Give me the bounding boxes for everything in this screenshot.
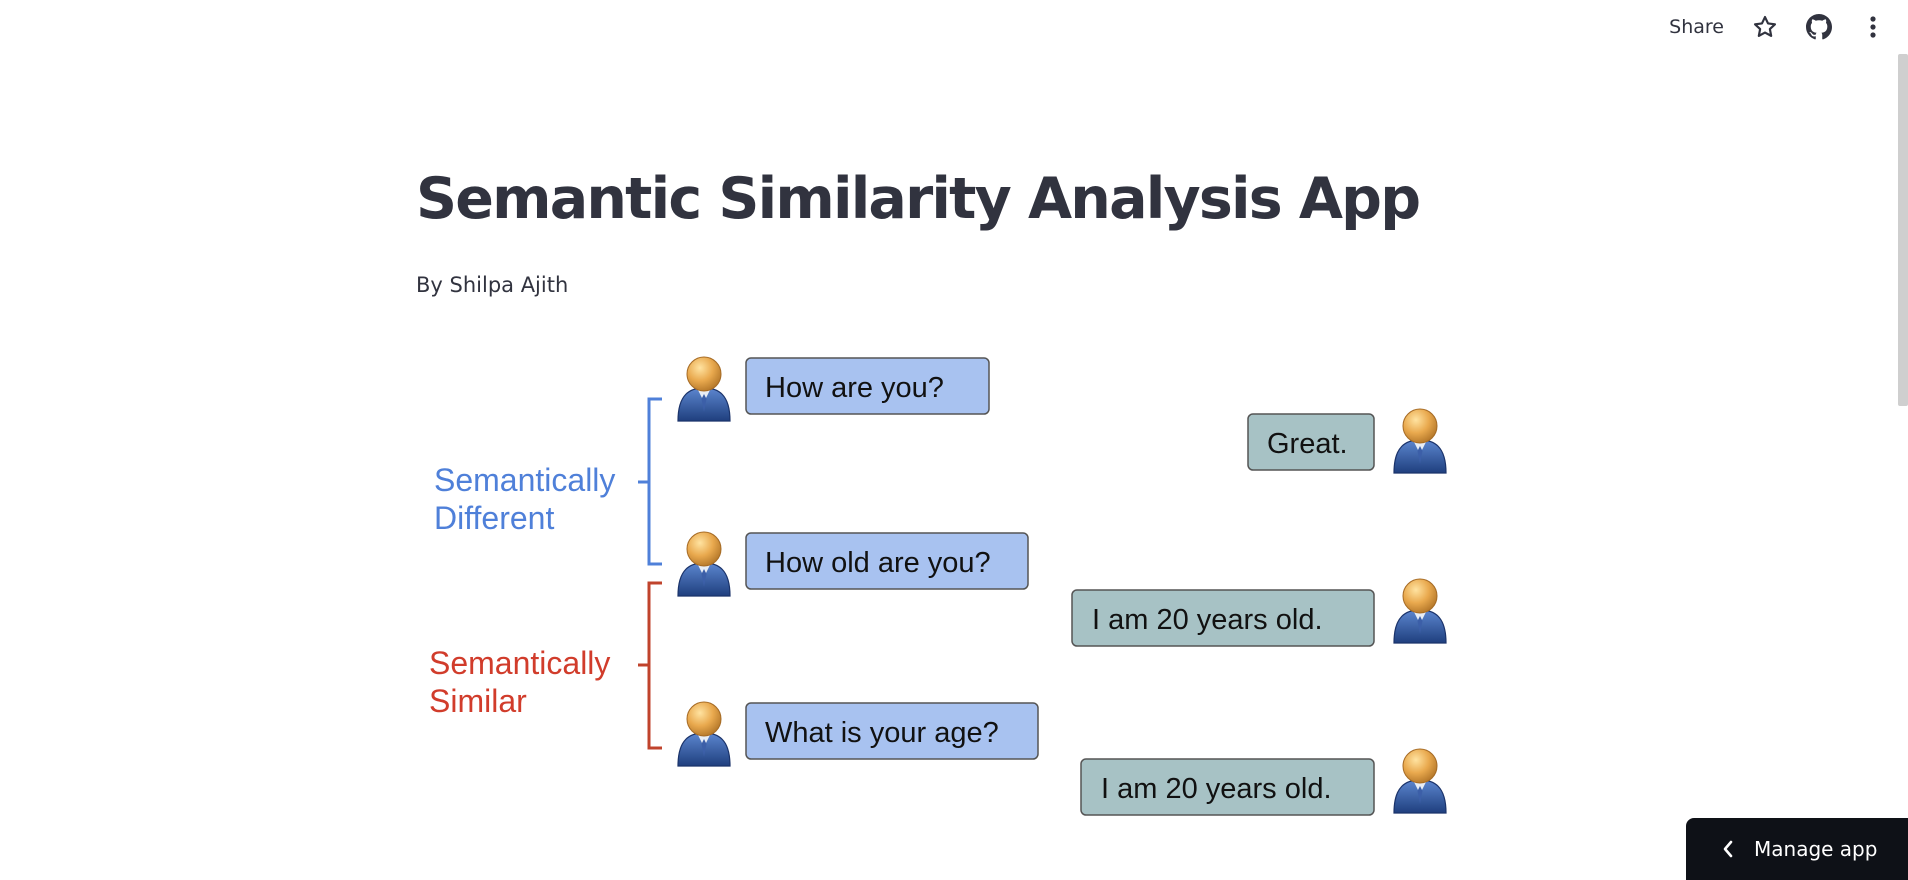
page-title: Semantic Similarity Analysis App xyxy=(416,166,1421,232)
question-text: How are you? xyxy=(765,372,944,404)
answer-text: Great. xyxy=(1267,428,1348,460)
manage-app-button[interactable]: Manage app xyxy=(1686,818,1908,880)
group-label-line2: Different xyxy=(434,500,554,536)
star-icon[interactable] xyxy=(1750,12,1780,42)
author-byline: By Shilpa Ajith xyxy=(416,273,569,297)
answer-bubble xyxy=(1071,589,1375,647)
person-icon xyxy=(677,701,731,767)
question-text: What is your age? xyxy=(765,717,999,749)
github-icon[interactable] xyxy=(1804,12,1834,42)
share-button[interactable]: Share xyxy=(1669,16,1724,38)
person-icon xyxy=(677,531,731,597)
brace-different xyxy=(638,397,662,566)
brace-similar xyxy=(638,581,662,750)
semantic-similarity-diagram: Semantically Different Semantically Simi… xyxy=(429,356,1447,816)
answer-bubble xyxy=(1080,758,1375,816)
answer-text: I am 20 years old. xyxy=(1101,773,1332,805)
question-bubble xyxy=(745,702,1039,760)
group-similar: Semantically Similar xyxy=(429,581,662,750)
person-icon xyxy=(1393,578,1447,644)
group-label-line1: Semantically xyxy=(429,645,610,681)
person-icon xyxy=(1393,408,1447,474)
header-toolbar: Share xyxy=(1488,0,1908,54)
person-icon xyxy=(1393,748,1447,814)
person-icon xyxy=(677,356,731,422)
chevron-left-icon xyxy=(1722,840,1734,858)
question-text: How old are you? xyxy=(765,547,991,579)
answer-bubble xyxy=(1247,413,1375,471)
group-different: Semantically Different xyxy=(434,397,662,566)
question-bubble xyxy=(745,357,990,415)
group-label-line2: Similar xyxy=(429,683,527,719)
scrollbar[interactable] xyxy=(1898,54,1908,406)
answer-text: I am 20 years old. xyxy=(1092,604,1323,636)
more-vertical-icon[interactable] xyxy=(1858,12,1888,42)
manage-app-label: Manage app xyxy=(1754,837,1878,861)
question-bubble xyxy=(745,532,1029,590)
group-label-line1: Semantically xyxy=(434,462,615,498)
